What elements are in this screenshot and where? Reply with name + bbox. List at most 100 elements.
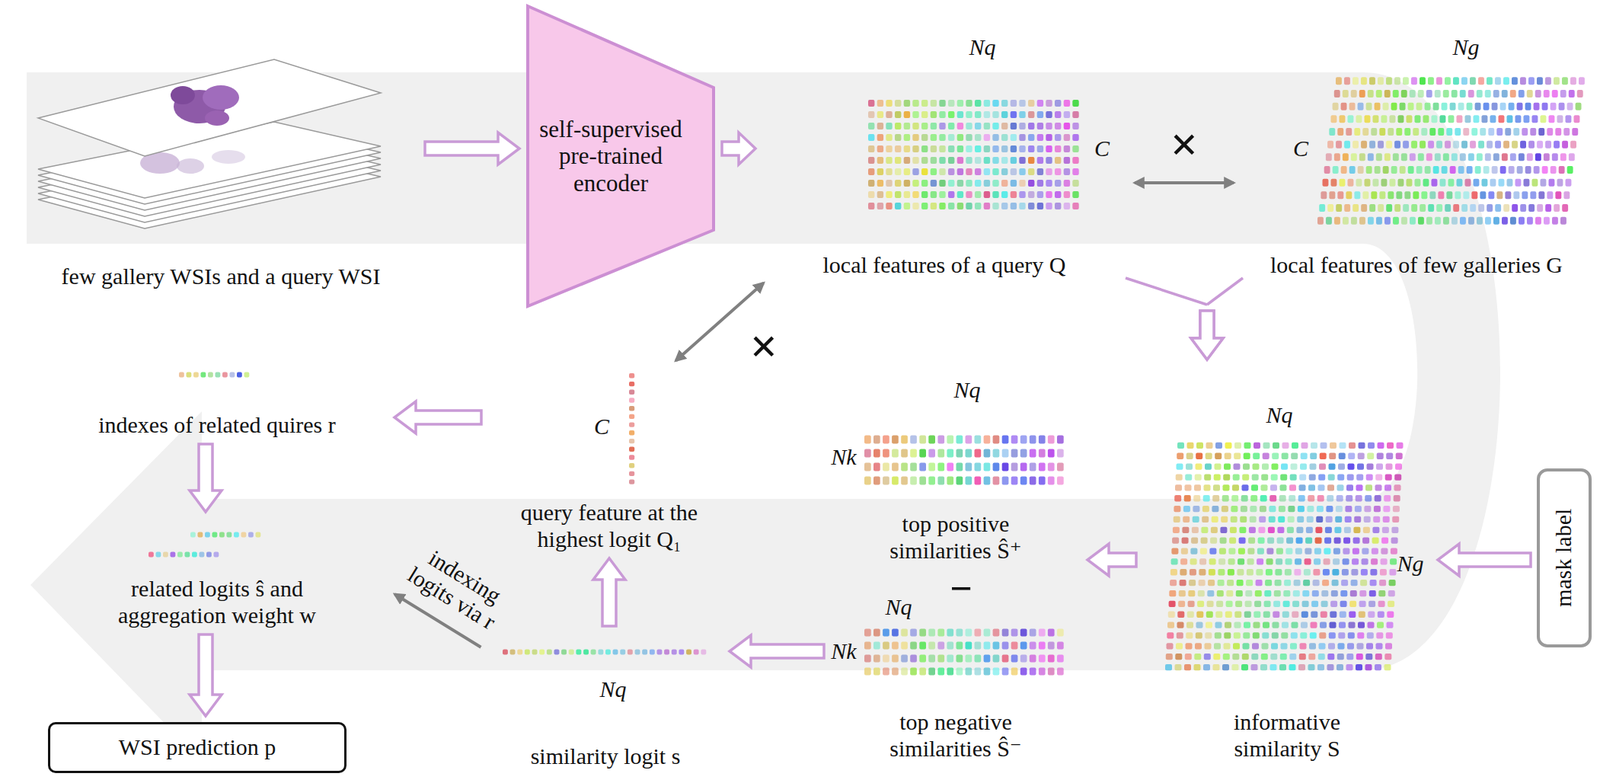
feature-cell <box>1392 505 1400 512</box>
feature-cell <box>1350 579 1358 586</box>
feature-cell <box>1286 537 1294 544</box>
feature-cell <box>992 191 999 199</box>
feature-cell <box>1558 166 1565 174</box>
feature-cell <box>1347 642 1355 649</box>
feature-cell <box>1233 453 1241 460</box>
feature-cell <box>1280 642 1288 649</box>
feature-cell <box>1327 484 1335 491</box>
feature-cell <box>891 641 899 649</box>
feature-cell <box>1553 140 1560 149</box>
feature-cell <box>1518 217 1525 225</box>
feature-cell <box>1392 89 1399 98</box>
feature-cell <box>1507 178 1514 187</box>
feature-cell <box>1001 179 1008 187</box>
feature-cell <box>1423 178 1430 187</box>
feature-cell <box>1334 537 1342 544</box>
feature-cell <box>1374 102 1381 111</box>
feature-cell <box>1177 622 1185 629</box>
feature-cell <box>1535 153 1542 161</box>
feature-cell <box>1223 632 1231 639</box>
feature-cell <box>1347 473 1355 480</box>
feature-cell <box>930 134 937 141</box>
feature-cell <box>1354 127 1361 136</box>
feature-cell <box>1242 463 1250 470</box>
feature-cell <box>992 168 999 176</box>
feature-cell <box>1211 505 1219 512</box>
feature-cell <box>1298 495 1306 502</box>
feature-cell <box>1370 579 1377 586</box>
feature-cell <box>1208 568 1216 575</box>
feature-cell <box>222 371 228 377</box>
feature-cell <box>1334 153 1341 161</box>
feature-cell <box>930 99 937 107</box>
feature-cell <box>1223 653 1230 660</box>
feature-cell <box>965 202 972 210</box>
feature-cell <box>1229 526 1237 534</box>
feature-cell <box>1535 217 1542 225</box>
feature-cell <box>1325 217 1332 225</box>
feature-cell <box>1304 547 1312 554</box>
feature-cell <box>1188 590 1195 597</box>
feature-cell <box>693 648 700 655</box>
feature-cell <box>919 641 927 649</box>
feature-cell <box>502 648 508 655</box>
feature-cell <box>938 168 946 176</box>
feature-cell <box>1314 547 1322 554</box>
feature-cell <box>1248 526 1256 534</box>
feature-cell <box>1232 664 1240 671</box>
feature-cell <box>948 134 955 141</box>
feature-cell <box>868 145 875 153</box>
feature-cell <box>1261 473 1268 480</box>
feature-cell <box>583 648 589 655</box>
feature-cell <box>1348 611 1356 618</box>
feature-cell <box>1072 99 1079 107</box>
feature-cell <box>1169 579 1177 586</box>
feature-cell <box>1533 166 1540 174</box>
feature-cell <box>910 667 917 675</box>
feature-cell <box>1345 191 1352 199</box>
feature-cell <box>1563 127 1570 136</box>
flow-arrow <box>729 635 824 668</box>
feature-cell <box>1458 102 1465 111</box>
feature-cell <box>1392 153 1399 161</box>
feature-cell <box>1204 463 1212 470</box>
feature-cell <box>1552 89 1559 98</box>
feature-cell <box>1401 89 1408 98</box>
feature-cell <box>956 641 964 649</box>
feature-cell <box>1002 463 1010 472</box>
feature-cell <box>1270 653 1278 660</box>
feature-cell <box>1038 435 1046 444</box>
feature-cell <box>1325 526 1332 534</box>
feature-cell <box>1310 442 1318 449</box>
feature-cell <box>956 654 964 662</box>
feature-cell <box>1257 547 1265 554</box>
feature-cell <box>1434 89 1441 98</box>
feature-cell <box>983 476 991 486</box>
feature-cell <box>1278 505 1286 512</box>
feature-cell <box>1412 127 1419 136</box>
feature-cell <box>1364 495 1372 502</box>
feature-cell <box>1072 202 1079 210</box>
feature-cell <box>885 179 892 187</box>
feature-cell <box>1184 653 1192 660</box>
feature-cell <box>1002 628 1010 636</box>
feature-cell <box>1011 654 1019 662</box>
feature-cell <box>1010 134 1017 141</box>
feature-cell <box>554 648 560 655</box>
feature-cell <box>1462 127 1470 136</box>
feature-cell <box>1525 166 1532 174</box>
feature-cell <box>1270 664 1278 671</box>
feature-cell <box>1309 473 1316 480</box>
feature-cell <box>1197 590 1205 597</box>
feature-cell <box>1357 463 1364 470</box>
feature-cell <box>1347 463 1355 470</box>
feature-cell <box>148 551 154 557</box>
feature-cell <box>1028 202 1035 210</box>
feature-cell <box>1402 204 1409 212</box>
feature-cell <box>1449 166 1457 174</box>
feature-cell <box>1366 166 1373 174</box>
feature-cell <box>1378 590 1386 597</box>
feature-cell <box>1242 632 1250 639</box>
feature-cell <box>965 628 973 636</box>
feature-cell <box>1176 463 1184 470</box>
